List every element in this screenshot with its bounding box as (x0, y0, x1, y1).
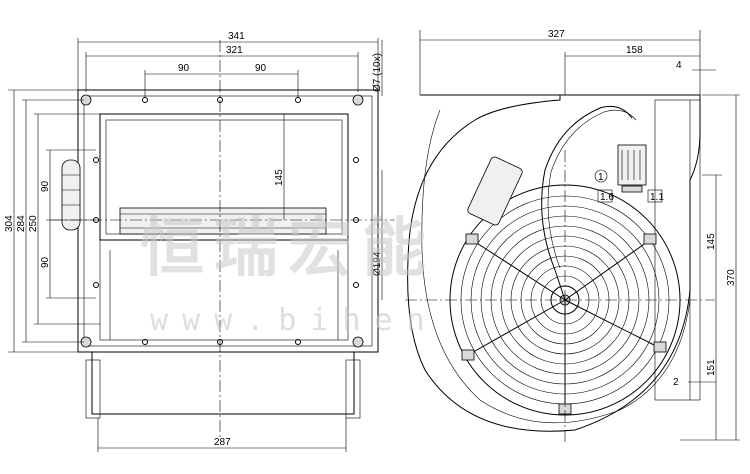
front-frame-inner (83, 95, 373, 347)
dim-284: 284 (16, 99, 84, 343)
dim-90-upper: 90 (40, 149, 96, 221)
dim-341: 341 (77, 31, 379, 90)
front-housing (99, 239, 349, 341)
watermark: 恒瑞宏能 www.bihen (140, 212, 439, 338)
dim-2: 2 (673, 377, 716, 388)
svg-text:158: 158 (626, 45, 643, 56)
svg-text:90: 90 (40, 180, 51, 192)
svg-text:341: 341 (228, 31, 245, 42)
connector-box (617, 144, 647, 193)
dim-90-right: 90 (255, 63, 267, 74)
dim-151: 151 (706, 300, 717, 440)
svg-text:145: 145 (274, 169, 285, 186)
corner-holes (80, 94, 364, 348)
svg-text:250: 250 (28, 215, 39, 232)
dim-370: 370 (680, 94, 740, 441)
impeller-drum (119, 207, 327, 235)
svg-text:370: 370 (726, 269, 737, 286)
dim-321: 321 (85, 45, 359, 92)
svg-text:90: 90 (40, 256, 51, 268)
dim-dia-194: Ø194 (372, 170, 383, 300)
front-view: 341 321 90 90 287 304 (4, 31, 395, 452)
svg-text:1.6: 1.6 (600, 192, 614, 203)
dim-304: 304 (4, 89, 78, 353)
side-view: 1 1.6 1.1 327 158 4 2 (405, 29, 740, 445)
svg-text:Ø194: Ø194 (372, 251, 383, 276)
connector-labels: 1 1.6 1.1 (594, 169, 664, 203)
dim-287: 287 (97, 418, 347, 452)
svg-text:2: 2 (673, 377, 679, 388)
svg-text:90: 90 (178, 63, 190, 74)
dim-327: 327 (419, 29, 701, 95)
volute-housing (407, 94, 701, 432)
cable-gland (61, 159, 81, 231)
svg-text:327: 327 (548, 29, 565, 40)
motor-cable (541, 105, 633, 301)
svg-text:1.1: 1.1 (650, 192, 664, 203)
svg-text:151: 151 (706, 359, 717, 376)
dim-145-side: 145 (702, 174, 722, 300)
dim-250: 250 (28, 113, 100, 325)
svg-text:287: 287 (214, 437, 231, 448)
svg-text:Ø7 (10x): Ø7 (10x) (372, 53, 383, 92)
watermark-chinese: 恒瑞宏能 (140, 212, 436, 286)
capacitor (467, 156, 523, 226)
dim-4: 4 (676, 60, 716, 71)
outlet-flange (654, 99, 701, 401)
dim-90-left: 90 (144, 63, 299, 98)
svg-text:1: 1 (598, 172, 604, 183)
dim-90-lower: 90 (40, 220, 96, 299)
dim-145-front: 145 (274, 114, 285, 220)
dim-dia-7: Ø7 (10x) (372, 40, 383, 96)
base-bracket (91, 351, 355, 415)
svg-text:90: 90 (255, 63, 267, 74)
svg-text:321: 321 (226, 45, 243, 56)
dim-158: 158 (564, 45, 700, 95)
svg-text:284: 284 (16, 215, 27, 232)
svg-text:145: 145 (706, 233, 717, 250)
svg-text:304: 304 (4, 215, 15, 232)
svg-text:4: 4 (676, 60, 682, 71)
watermark-url: www.bihen (150, 303, 439, 338)
